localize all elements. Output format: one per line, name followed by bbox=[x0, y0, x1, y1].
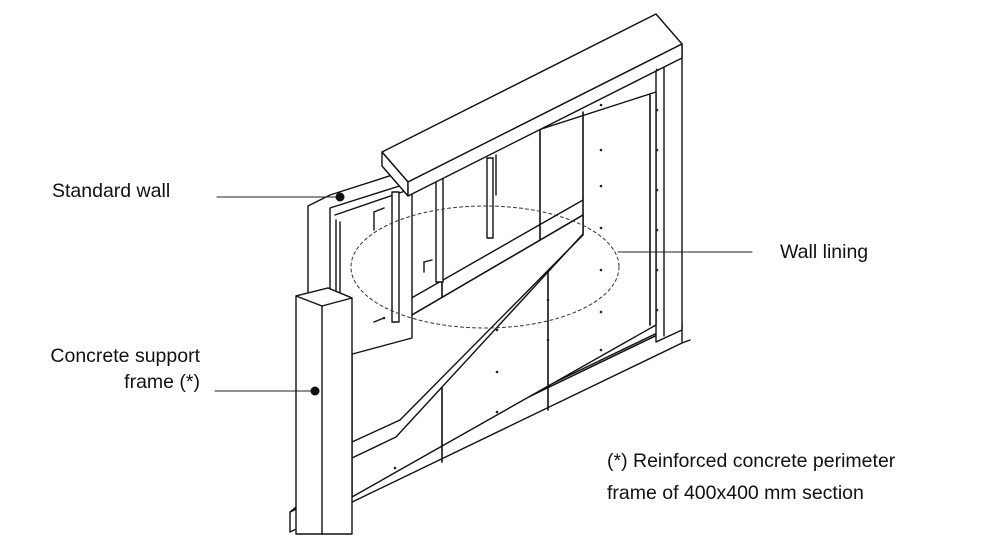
label-wall-lining: Wall lining bbox=[780, 241, 869, 263]
label-concrete-support-line2: frame (*) bbox=[124, 371, 200, 393]
standard-wall-marker bbox=[335, 192, 345, 202]
label-concrete-support-line1: Concrete support bbox=[50, 345, 200, 367]
leader-lines bbox=[214, 196, 753, 392]
fixing-dots bbox=[382, 68, 659, 470]
footnote-line2: frame of 400x400 mm section bbox=[607, 482, 864, 504]
lining-highlight-ellipse bbox=[350, 205, 620, 329]
top-beam bbox=[381, 13, 683, 197]
right-post bbox=[655, 43, 683, 343]
leader-markers bbox=[310, 192, 345, 396]
label-standard-wall: Standard wall bbox=[52, 180, 171, 202]
footnote-line1: (*) Reinforced concrete perimeter bbox=[607, 450, 896, 472]
front-post bbox=[295, 287, 353, 535]
concrete-support-marker bbox=[310, 386, 320, 396]
